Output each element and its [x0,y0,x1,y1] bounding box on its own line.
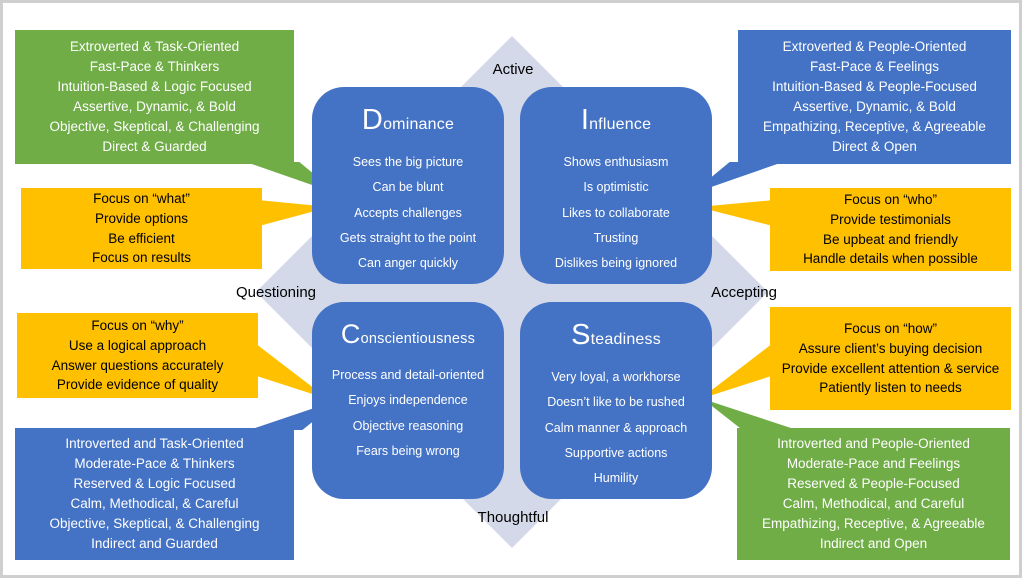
trait-item: Very loyal, a workhorse [551,370,681,384]
trait-item: Shows enthusiasm [563,155,669,169]
callout-line: Direct & Open [832,138,917,154]
quadrant-initial: S [571,319,591,351]
callout-line: Focus on results [91,250,192,266]
callout-line: Provide options [94,210,189,226]
trait-item: Likes to collaborate [562,205,670,220]
callout-line: Indirect and Open [819,535,928,551]
quadrant-title-dominance: Dominance [322,104,494,137]
quadrant-initial: D [361,104,384,136]
callout-line: Handle details when possible [803,251,978,267]
callout-dominance-tips: Focus on “what” Provide options Be effic… [21,188,262,269]
axis-label-accepting: Accepting [711,284,777,301]
callout-line: Empathizing, Receptive, & Agreeable [763,118,986,134]
trait-item: Doesn’t like to be rushed [547,395,685,410]
callout-line: Patiently listen to needs [819,380,962,396]
quadrant-card-influence: Influence Shows enthusiasm Is optimistic… [520,87,712,284]
callout-conscientiousness-tips: Focus on “why” Use a logical approach An… [17,313,258,398]
callout-influence-traits: Extroverted & People-Oriented Fast-Pace … [738,30,1011,164]
callout-line: Assertive, Dynamic, & Bold [793,99,956,114]
callout-line: Fast-Pace & Feelings [809,59,940,75]
trait-item: Calm manner & approach [544,420,688,435]
callout-line: Calm, Methodical, & Careful [70,496,239,511]
trait-item: Is optimistic [583,180,649,195]
quadrant-card-steadiness: Steadiness Very loyal, a workhorse Doesn… [520,302,712,499]
callout-dominance-traits: Extroverted & Task-Oriented Fast-Pace & … [15,30,294,164]
callout-line: Focus on “why” [91,317,184,333]
callout-conscientiousness-traits: Introverted and Task-Oriented Moderate-P… [15,428,294,560]
callout-line: Be upbeat and friendly [822,231,959,247]
callout-line: Focus on “what” [93,190,190,206]
axis-label-active: Active [492,61,534,78]
callout-line: Reserved & People-Focused [787,476,960,492]
trait-item: Objective reasoning [352,418,464,433]
callout-line: Focus on “who” [843,191,938,207]
quadrant-initial: C [340,319,361,349]
callout-line: Moderate-Pace & Thinkers [74,456,235,472]
quadrant-title-conscientiousness: Conscientiousness [322,319,494,350]
callout-line: Direct & Guarded [102,138,207,154]
quadrant-title-steadiness: Steadiness [530,319,702,352]
trait-item: Enjoys independence [348,393,468,408]
callout-line: Objective, Skeptical, & Challenging [49,515,260,531]
trait-item: Can be blunt [372,180,444,195]
quadrant-card-conscientiousness: Conscientiousness Process and detail-ori… [312,302,504,499]
axis-label-questioning: Questioning [235,284,317,301]
callout-line: Focus on “how” [843,320,938,336]
callout-line: Intuition-Based & People-Focused [772,79,977,95]
trait-item: Supportive actions [564,445,668,460]
callout-influence-tips: Focus on “who” Provide testimonials Be u… [770,188,1011,271]
trait-item: Sees the big picture [352,155,464,169]
callout-line: Indirect and Guarded [91,535,218,551]
callout-line: Extroverted & Task-Oriented [69,39,240,55]
trait-item: Process and detail-oriented [331,368,485,382]
callout-line: Introverted and People-Oriented [777,436,970,452]
quadrant-card-dominance: Dominance Sees the big picture Can be bl… [312,87,504,284]
callout-line: Use a logical approach [68,337,207,353]
axis-label-thoughtful: Thoughtful [477,509,549,526]
quadrant-title-rest: nfluence [589,116,652,133]
quadrant-initial: I [580,104,590,136]
trait-item: Gets straight to the point [339,230,477,245]
callout-line: Provide evidence of quality [56,377,219,393]
callout-steadiness-tips: Focus on “how” Assure client’s buying de… [770,307,1011,410]
callout-line: Provide excellent attention & service [781,360,1000,376]
callout-line: Empathizing, Receptive, & Agreeable [762,515,985,531]
trait-item: Can anger quickly [357,256,459,270]
trait-item: Trusting [593,230,639,245]
callout-line: Provide testimonials [830,211,951,227]
quadrant-title-influence: Influence [530,104,702,137]
quadrant-title-rest: onscientiousness [360,331,476,347]
callout-line: Calm, Methodical, and Careful [782,496,965,511]
callout-line: Answer questions accurately [51,357,224,373]
trait-item: Dislikes being ignored [554,256,678,270]
callout-line: Reserved & Logic Focused [73,476,236,492]
callout-line: Introverted and Task-Oriented [65,436,244,452]
trait-item: Humility [593,471,639,485]
quadrant-title-rest: ominance [383,116,455,133]
callout-line: Intuition-Based & Logic Focused [57,79,252,95]
callout-line: Fast-Pace & Thinkers [89,59,220,75]
callout-line: Objective, Skeptical, & Challenging [49,118,260,134]
trait-item: Fears being wrong [356,443,460,458]
callout-line: Assure client’s buying decision [798,340,983,356]
callout-line: Extroverted & People-Oriented [782,39,967,55]
callout-line: Be efficient [108,230,175,246]
trait-item: Accepts challenges [354,205,462,220]
callout-line: Moderate-Pace and Feelings [786,456,961,472]
quadrant-title-rest: teadiness [590,331,661,348]
callout-steadiness-traits: Introverted and People-Oriented Moderate… [737,428,1010,560]
callout-line: Assertive, Dynamic, & Bold [73,99,236,114]
